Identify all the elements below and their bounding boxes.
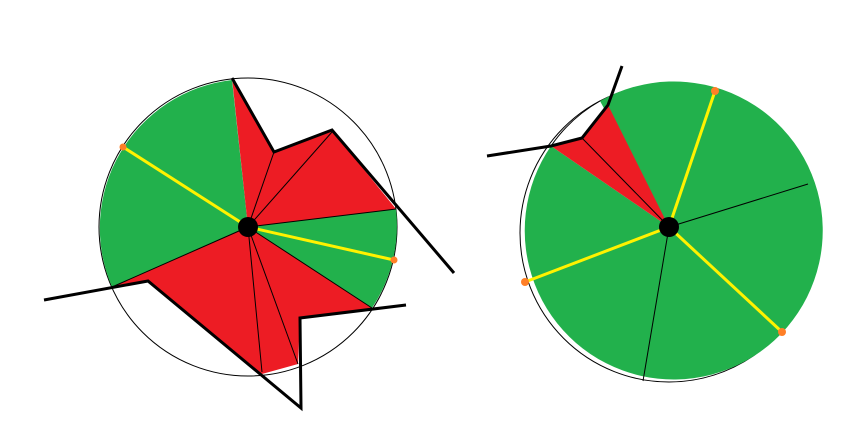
visible-sector-upper-left [99, 80, 249, 287]
endpoint-dot [711, 87, 719, 95]
wall [486, 65, 624, 158]
shadow-region-bottom [112, 227, 372, 374]
sector-dividers [111, 131, 397, 373]
ray-to-upper-left-endpoint [122, 145, 249, 229]
visible-sector-right [248, 209, 397, 308]
wall-upper-right [230, 77, 456, 274]
endpoint-dot [119, 143, 127, 151]
wall-lower [43, 279, 407, 412]
ray-to-bottom-right-endpoint [667, 225, 784, 334]
source-point [659, 217, 679, 237]
ray-to-right-endpoint [247, 225, 395, 262]
endpoint-dot [390, 256, 398, 264]
left-visibility-diagram [43, 77, 456, 412]
sector-dividers [550, 100, 809, 382]
endpoint-dot [778, 328, 786, 336]
ray-to-top-endpoint [667, 90, 717, 228]
range-circle [98, 77, 398, 377]
right-visibility-diagram [486, 65, 823, 383]
ray-to-left-endpoint [524, 225, 670, 284]
endpoint-dot [521, 278, 529, 286]
source-point [238, 217, 258, 237]
